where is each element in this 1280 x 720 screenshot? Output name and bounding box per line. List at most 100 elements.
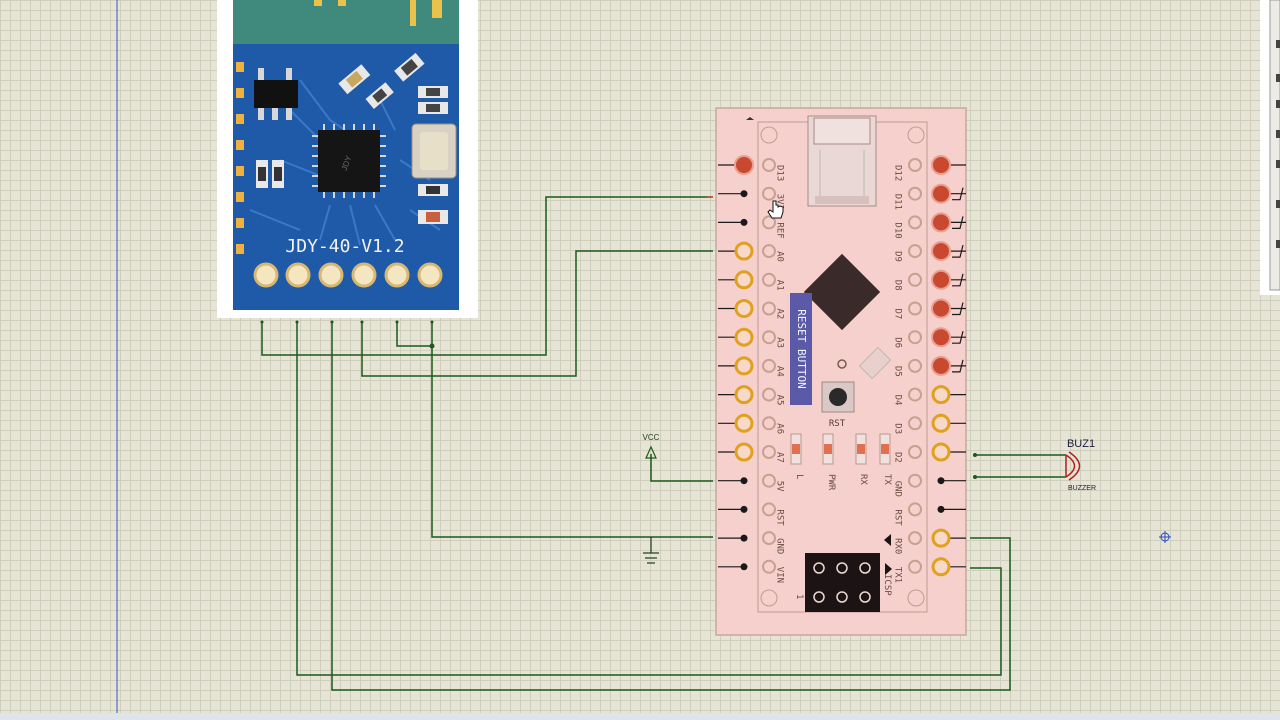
buzzer-value: BUZZER xyxy=(1068,485,1096,492)
ground-terminal[interactable] xyxy=(643,537,659,564)
ble-module[interactable]: JDY JDY-40-V1.2 xyxy=(217,0,478,318)
board-marker xyxy=(746,117,754,120)
wire-junctions xyxy=(260,320,435,349)
pin-label: A2 xyxy=(775,309,785,320)
left-pin-rst[interactable]: RST xyxy=(718,502,785,526)
pin-label: D11 xyxy=(893,194,903,210)
pin-label: RST xyxy=(893,509,903,526)
left-pin-gnd[interactable]: GND xyxy=(718,531,785,554)
pin-label: A7 xyxy=(775,452,785,463)
arduino-nano[interactable]: RESET BUTTON RST L PWR RX TX ICSP 1 xyxy=(715,107,967,636)
regulator-chip xyxy=(254,80,298,108)
pin-label: D5 xyxy=(893,366,903,377)
antenna-area xyxy=(233,0,459,44)
buzzer-pin-dot xyxy=(973,475,977,479)
left-pin-d13[interactable]: D13 xyxy=(718,155,785,181)
pin-label: TX1 xyxy=(893,567,903,583)
offscreen-component[interactable] xyxy=(1260,0,1280,295)
rx-arrow-icon xyxy=(884,534,891,546)
left-pin-3v3[interactable]: 3V3 xyxy=(718,186,785,210)
right-pin-tx1[interactable]: TX1 xyxy=(893,557,967,583)
passive-components xyxy=(256,52,448,224)
left-pin-a5[interactable]: A5 xyxy=(718,385,785,406)
right-pin-d10[interactable]: D10 xyxy=(893,212,967,239)
pin-label: A6 xyxy=(775,423,785,434)
pcb-traces xyxy=(249,79,441,246)
left-pin-a3[interactable]: A3 xyxy=(718,327,785,348)
vcc-label: VCC xyxy=(643,433,660,442)
left-pin-ref[interactable]: REF xyxy=(718,215,785,239)
right-pin-rx0[interactable]: RX0 xyxy=(893,528,967,554)
mcu-chip xyxy=(803,253,881,331)
rf-chip-pins xyxy=(312,124,386,198)
pin-label: GND xyxy=(775,538,785,554)
left-pin-5v[interactable]: 5V xyxy=(718,473,785,492)
edge-pads xyxy=(236,62,244,254)
left-pin-a7[interactable]: A7 xyxy=(718,442,785,463)
right-pin-d8[interactable]: D8 xyxy=(893,269,967,291)
right-pin-d11[interactable]: D11 xyxy=(893,183,967,210)
right-pin-d2[interactable]: D2 xyxy=(893,442,967,463)
pin-label: RST xyxy=(775,509,785,526)
icsp-label: ICSP xyxy=(882,574,892,596)
pin-label: 5V xyxy=(775,481,785,492)
rst-label: RST xyxy=(829,419,846,429)
pin-label: GND xyxy=(893,481,903,497)
pin-label: REF xyxy=(775,222,785,238)
status-strip xyxy=(0,713,1280,720)
left-pin-a4[interactable]: A4 xyxy=(718,356,785,377)
wires[interactable] xyxy=(261,196,1066,691)
right-pin-d4[interactable]: D4 xyxy=(893,385,967,406)
left-pin-a6[interactable]: A6 xyxy=(718,413,785,434)
pin-label: D10 xyxy=(893,222,903,238)
usb-connector xyxy=(807,115,877,207)
pin-label: D2 xyxy=(893,452,903,463)
left-pin-a1[interactable]: A1 xyxy=(718,270,785,291)
pin-label: A1 xyxy=(775,280,785,291)
pin-label: D13 xyxy=(775,165,785,181)
vcc-terminal[interactable]: VCC xyxy=(643,433,660,459)
pin-label: RX0 xyxy=(893,538,903,554)
pin-label: D4 xyxy=(893,395,903,406)
led-label-l: L xyxy=(794,474,804,479)
origin-marker-icon xyxy=(1159,531,1171,543)
buzzer-ref: BUZ1 xyxy=(1067,438,1095,450)
tx-arrow-icon xyxy=(885,563,892,575)
left-pin-a2[interactable]: A2 xyxy=(718,299,785,320)
hand-pointer-icon xyxy=(767,200,784,219)
right-pin-d5[interactable]: D5 xyxy=(893,355,967,377)
pin-label: D12 xyxy=(893,165,903,181)
icsp-header xyxy=(805,553,880,612)
buzzer[interactable]: BUZ1 BUZZER xyxy=(1065,438,1096,492)
module-label: JDY-40-V1.2 xyxy=(285,236,404,257)
status-leds xyxy=(790,433,891,465)
right-pin-gnd[interactable]: GND xyxy=(893,473,967,497)
led-label-tx: TX xyxy=(882,474,892,485)
pin-label: A3 xyxy=(775,337,785,348)
right-pin-d6[interactable]: D6 xyxy=(893,327,967,348)
right-pin-d12[interactable]: D12 xyxy=(893,155,967,181)
led-label-rx: RX xyxy=(858,474,868,485)
led-label-pwr: PWR xyxy=(826,474,836,491)
pin-label: VIN xyxy=(775,567,785,583)
left-pin-a0[interactable]: A0 xyxy=(718,241,785,262)
right-pin-d9[interactable]: D9 xyxy=(893,241,967,262)
right-pin-d3[interactable]: D3 xyxy=(893,413,967,434)
pin-label: A4 xyxy=(775,366,785,377)
pin-label: D3 xyxy=(893,423,903,434)
pin-label: 3V3 xyxy=(775,194,785,210)
reset-button-label-bg xyxy=(790,293,812,405)
pin-label: D7 xyxy=(893,309,903,320)
icsp-pin1-label: 1 xyxy=(794,594,804,599)
left-pin-vin[interactable]: VIN xyxy=(718,559,785,583)
reset-button[interactable] xyxy=(821,381,855,413)
rf-chip xyxy=(318,130,380,192)
module-header-pins xyxy=(253,262,443,288)
right-pin-rst[interactable]: RST xyxy=(893,502,967,526)
right-pin-d7[interactable]: D7 xyxy=(893,298,967,320)
reset-button-label: RESET BUTTON xyxy=(795,309,808,388)
pin-label: D9 xyxy=(893,251,903,262)
